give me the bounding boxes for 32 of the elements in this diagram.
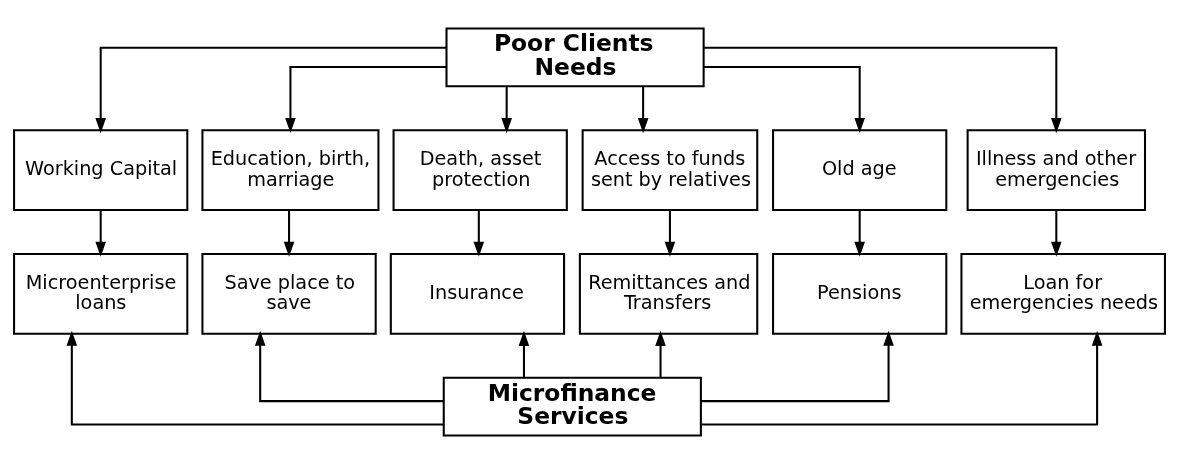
arrow: [700, 330, 894, 402]
node-box: Microfinance Services: [442, 376, 702, 437]
arrow: [664, 210, 676, 257]
node-box: Illness and other emergencies: [966, 128, 1147, 211]
node-box: Loan for emergencies needs: [960, 252, 1166, 335]
node-box: Old age: [772, 128, 948, 211]
arrow: [254, 330, 444, 402]
arrow: [703, 65, 865, 133]
arrow: [701, 330, 1103, 426]
node-box: Access to funds sent by relatives: [581, 128, 759, 211]
arrow: [66, 330, 444, 426]
arrow: [95, 210, 106, 257]
arrow: [285, 65, 447, 133]
arrow: [655, 330, 666, 378]
arrow: [283, 210, 295, 257]
node-box: Insurance: [389, 252, 566, 335]
node-box: Microenterprise loans: [13, 252, 189, 335]
arrow: [854, 210, 865, 257]
arrow: [704, 46, 1062, 133]
node-box: Death, asset protection: [392, 128, 568, 211]
node-box: Poor Clients Needs: [445, 26, 705, 87]
node-box: Pensions: [772, 252, 948, 335]
node-box: Remittances and Transfers: [578, 252, 759, 335]
node-box: Save place to save: [201, 252, 377, 335]
arrow: [501, 85, 512, 133]
arrow: [1051, 210, 1062, 257]
arrow: [518, 330, 530, 378]
arrow: [95, 46, 447, 133]
node-box: Working Capital: [13, 128, 189, 211]
node-box: Education, birth, marriage: [201, 128, 380, 211]
arrow: [473, 210, 485, 257]
arrow: [637, 85, 649, 133]
